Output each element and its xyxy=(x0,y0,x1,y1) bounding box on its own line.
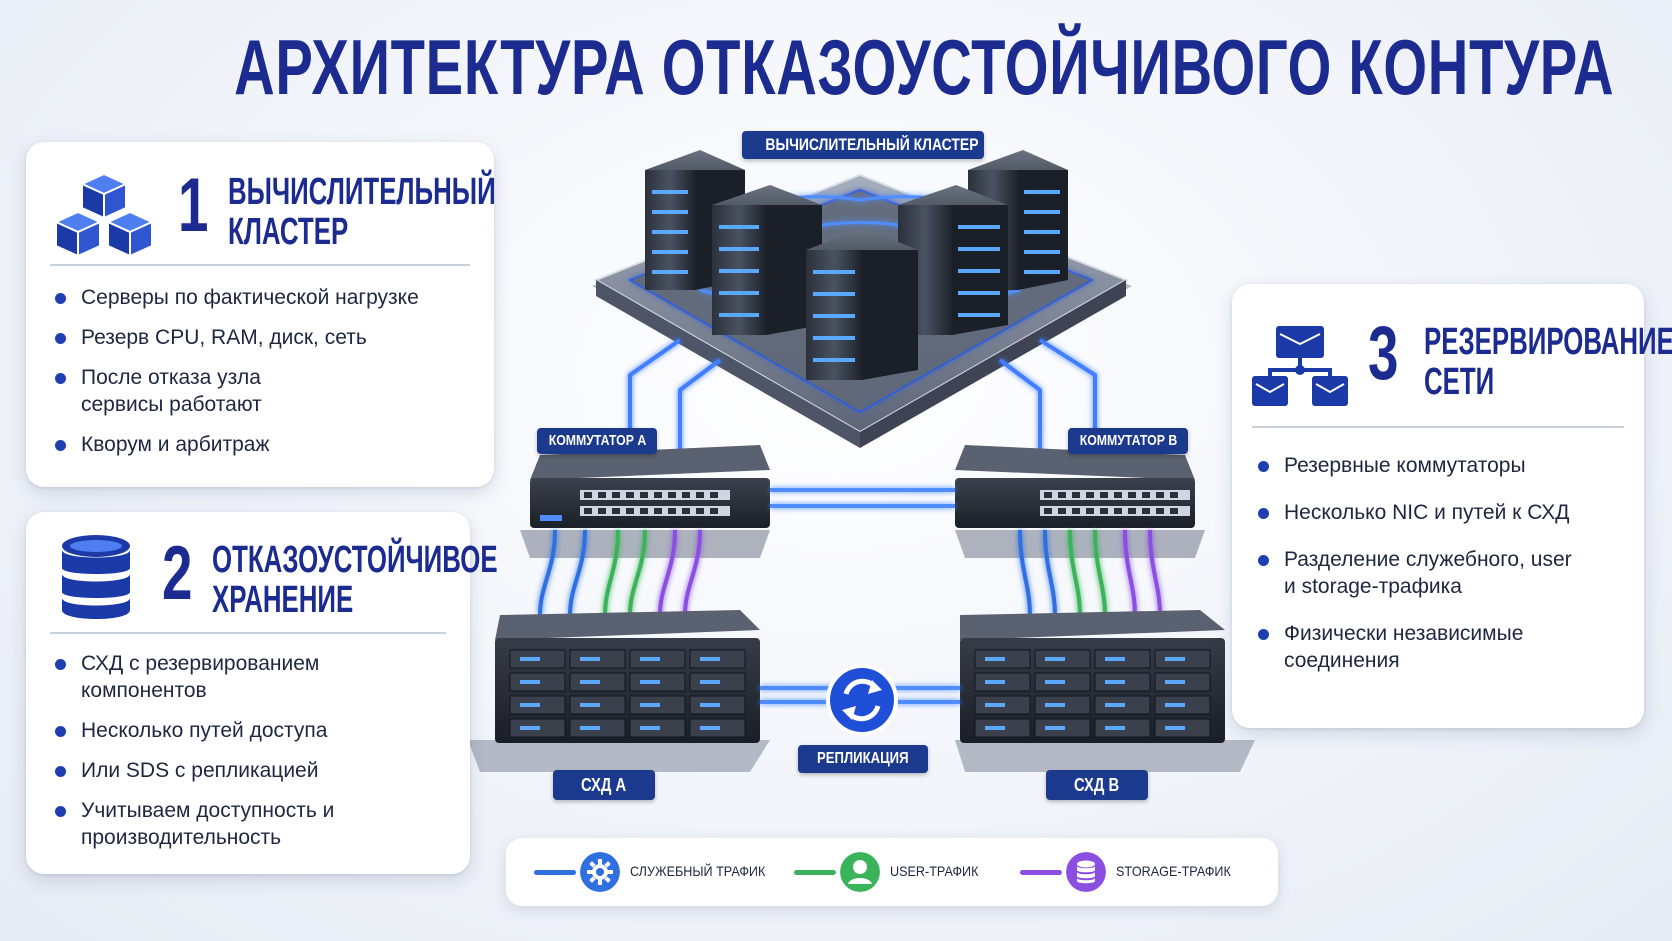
list-item: Несколько NIC и путей к СХД xyxy=(1256,499,1626,526)
list-item: Резерв CPU, RAM, диск, сеть xyxy=(53,324,473,351)
list-item: Физически независимые соединения xyxy=(1256,620,1584,674)
server-rack xyxy=(712,185,822,335)
legend-label: STORAGE-ТРАФИК xyxy=(1116,863,1231,879)
card-number: 3 xyxy=(1368,311,1399,396)
card-title-line1: ОТКАЗОУСТОЙЧИВОЕ xyxy=(212,539,498,581)
storage-a xyxy=(468,610,770,772)
network-icon xyxy=(1252,326,1348,406)
card-title-line2: КЛАСТЕР xyxy=(228,211,349,253)
divider xyxy=(1252,426,1624,428)
cluster-label: ВЫЧИСЛИТЕЛЬНЫЙ КЛАСТЕР xyxy=(742,131,984,159)
legend-label: СЛУЖЕБНЫЙ ТРАФИК xyxy=(630,863,766,879)
list-item: Или SDS с репликацией xyxy=(53,757,453,784)
storage-b xyxy=(955,610,1255,772)
legend-label: USER-ТРАФИК xyxy=(890,863,979,879)
card-compute-cluster: 1 ВЫЧИСЛИТЕЛЬНЫЙ КЛАСТЕР Серверы по факт… xyxy=(26,142,496,487)
switch-storage-cables xyxy=(538,529,1162,616)
card-title-line2: СЕТИ xyxy=(1424,361,1495,403)
storage-b-label: СХД B xyxy=(1046,770,1148,800)
gear-icon xyxy=(580,852,620,892)
card-title-line1: ВЫЧИСЛИТЕЛЬНЫЙ xyxy=(228,171,496,213)
card-number: 2 xyxy=(162,531,193,616)
card-network-redundancy: 3 РЕЗЕРВИРОВАНИЕ СЕТИ Резервные коммутат… xyxy=(1232,284,1672,728)
card-title-line2: ХРАНЕНИЕ xyxy=(212,579,354,621)
list-item: Разделение служебного, user и storage-тр… xyxy=(1256,546,1584,600)
replication-label: РЕПЛИКАЦИЯ xyxy=(798,745,928,773)
page-title: АРХИТЕКТУРА ОТКАЗОУСТОЙЧИВОГО КОНТУРА xyxy=(234,23,1615,111)
list-item: СХД с резервированием компонентов xyxy=(53,650,351,704)
bullet-list: СХД с резервированием компонентов Нескол… xyxy=(53,650,453,864)
storage-a-label: СХД A xyxy=(553,770,655,800)
server-rack xyxy=(898,185,1008,335)
list-item: Учитываем доступность и производительнос… xyxy=(53,797,351,851)
legend-line xyxy=(534,870,576,875)
card-fault-tolerant-storage: 2 ОТКАЗОУСТОЙЧИВОЕ ХРАНЕНИЕ СХД с резерв… xyxy=(26,512,498,874)
replication-icon xyxy=(826,664,898,736)
legend-line xyxy=(1020,870,1062,875)
switch-b-label: КОММУТАТОР B xyxy=(1068,428,1188,454)
divider xyxy=(50,264,470,266)
legend-line xyxy=(794,870,836,875)
bullet-list: Серверы по фактической нагрузке Резерв C… xyxy=(53,284,473,471)
list-item: Резервные коммутаторы xyxy=(1256,452,1626,479)
list-item: Кворум и арбитраж xyxy=(53,431,473,458)
inter-switch-link xyxy=(770,488,955,508)
database-icon xyxy=(62,535,130,619)
list-item: После отказа узла сервисы работают xyxy=(53,364,311,418)
server-rack xyxy=(806,228,918,380)
switch-b xyxy=(955,445,1205,558)
switch-a-label: КОММУТАТОР A xyxy=(537,428,657,454)
traffic-legend: СЛУЖЕБНЫЙ ТРАФИК USER-ТРАФИК STORAGE-ТРА… xyxy=(506,838,1278,906)
cubes-icon xyxy=(54,172,154,258)
bullet-list: Резервные коммутаторы Несколько NIC и пу… xyxy=(1256,452,1626,687)
divider xyxy=(50,632,446,634)
card-number: 1 xyxy=(178,163,209,248)
user-icon xyxy=(840,852,880,892)
card-title-line1: РЕЗЕРВИРОВАНИЕ xyxy=(1424,321,1672,363)
database-icon xyxy=(1066,852,1106,892)
list-item: Серверы по фактической нагрузке xyxy=(53,284,473,311)
switch-a xyxy=(520,445,770,558)
list-item: Несколько путей доступа xyxy=(53,717,453,744)
